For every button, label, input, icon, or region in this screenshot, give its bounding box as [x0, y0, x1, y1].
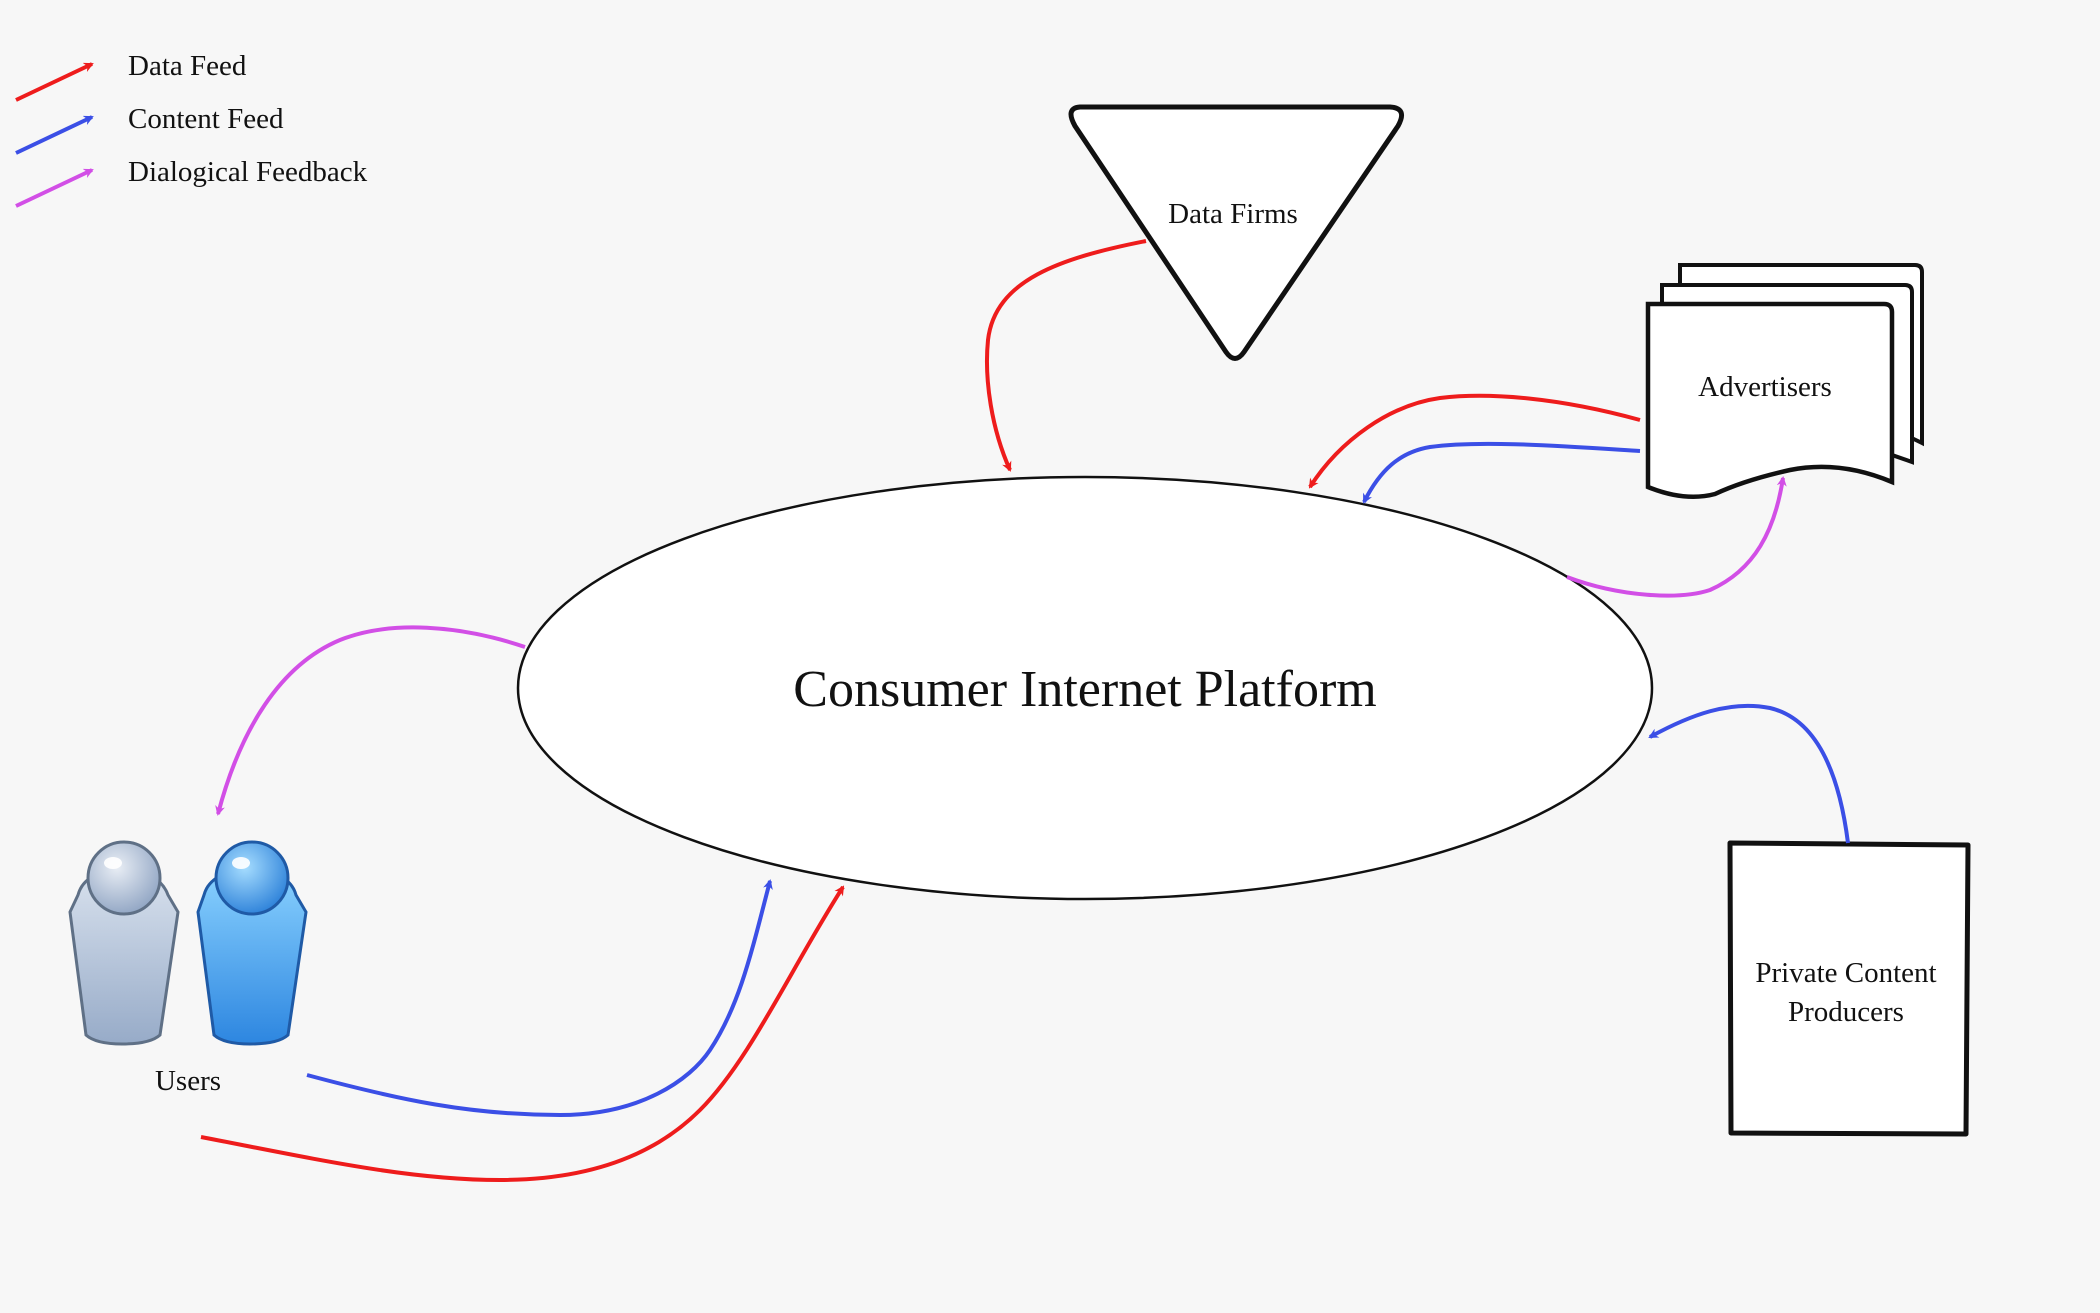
legend-item-content-feed: Content Feed [15, 103, 284, 155]
data-feed-arrow-users-to-platform [200, 885, 845, 1183]
advertisers-label: Advertisers [1698, 371, 1832, 403]
producers-node: Private Content Producers [1727, 840, 1971, 1137]
dialogical-feedback-arrow-platform-to-users [215, 625, 526, 816]
legend-item-dialogical-feedback: Dialogical Feedback [15, 156, 368, 208]
platform-node: Consumer Internet Platform [516, 475, 1654, 901]
content-feed-arrow-advertisers-to-platform [1362, 441, 1641, 504]
content-feed-arrow-users-to-platform [306, 879, 773, 1118]
legend-label: Data Feed [128, 50, 247, 82]
users-node: Users [68, 840, 308, 1097]
producers-label-line2: Producers [1788, 996, 1904, 1028]
data-firms-label: Data Firms [1168, 198, 1298, 230]
data-feed-arrow-advertisers-to-platform [1308, 393, 1641, 489]
dialogical-feedback-arrow-platform-to-advertisers [1566, 476, 1787, 598]
dialogical-feedback-arrow-icon [15, 168, 94, 208]
data-feed-arrow-icon [15, 62, 94, 102]
content-feed-arrow-producers-to-platform [1648, 703, 1850, 844]
platform-label: Consumer Internet Platform [793, 661, 1376, 718]
producers-label-line1: Private Content [1755, 957, 1936, 989]
content-feed-arrow-icon [15, 115, 94, 155]
legend: Data Feed Content Feed Dialogical Feedba… [15, 50, 368, 208]
advertisers-node: Advertisers [1645, 263, 1924, 500]
legend-label: Content Feed [128, 103, 284, 135]
users-label: Users [155, 1065, 221, 1097]
data-firms-node: Data Firms [1068, 104, 1405, 361]
user-blue-icon [196, 840, 308, 1046]
user-gray-icon [68, 840, 180, 1046]
data-feed-arrow-datafirms-to-platform [984, 239, 1147, 472]
legend-label: Dialogical Feedback [128, 156, 368, 188]
legend-item-data-feed: Data Feed [15, 50, 247, 102]
